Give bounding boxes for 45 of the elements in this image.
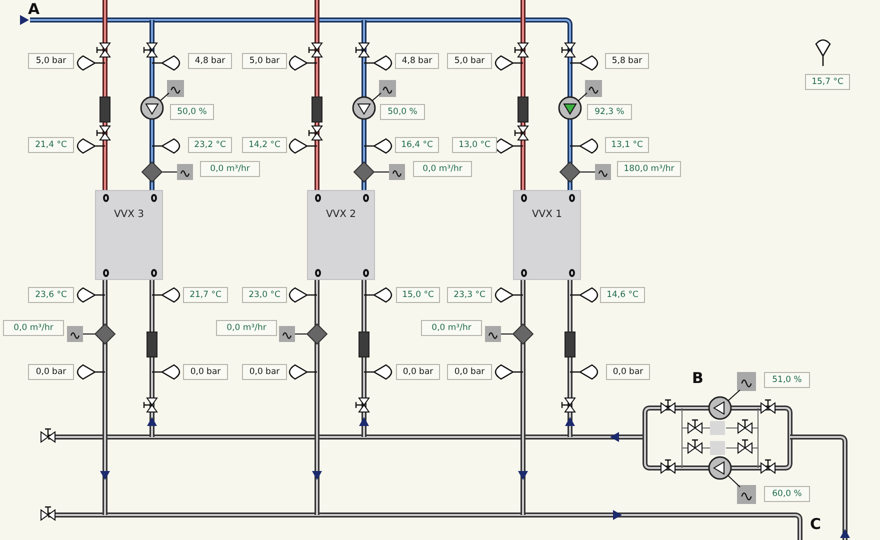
exchanger-label: VVX 3 [112,209,146,220]
value-readout: 180,0 m³/hr [617,161,681,177]
pressure-readout: 0,0 bar [183,364,228,380]
value-readout: 23,2 °C [188,137,232,153]
pressure-readout: 0,0 bar [447,364,492,380]
section-letter: C [810,516,822,532]
value-readout: 16,4 °C [395,137,439,153]
value-readout: 23,0 °C [242,287,287,303]
value-readout: 0,0 m³/hr [3,320,64,336]
value-readout: 0,0 m³/hr [200,161,260,177]
value-readout: 14,2 °C [242,137,287,153]
pressure-readout: 0,0 bar [28,364,74,380]
exchanger-label: VVX 1 [530,209,564,220]
value-readout: 21,4 °C [28,137,74,153]
value-readout: 13,0 °C [452,137,497,153]
pressure-readout: 4,8 bar [188,53,232,69]
value-readout: 0,0 m³/hr [421,320,482,336]
value-readout: 50,0 % [170,104,214,120]
pressure-readout: 5,0 bar [28,53,74,69]
value-readout: 15,0 °C [396,287,440,303]
pressure-readout: 5,0 bar [242,53,287,69]
heat-exchanger-box [307,190,375,280]
pressure-readout: 0,0 bar [242,364,287,380]
value-readout: 50,0 % [380,104,425,120]
pressure-readout: 4,8 bar [395,53,439,69]
value-readout: 51,0 % [764,372,810,388]
value-readout: 13,1 °C [605,137,649,153]
value-readout: 92,3 % [587,104,632,120]
value-readout: 23,3 °C [447,287,492,303]
value-readout: 23,6 °C [28,287,74,303]
pressure-readout: 5,8 bar [605,53,649,69]
heat-exchanger-box [513,190,581,280]
exchanger-label: VVX 2 [324,209,358,220]
value-readout: 15,7 °C [805,74,850,90]
pressure-readout: 0,0 bar [396,364,440,380]
pressure-readout: 0,0 bar [606,364,650,380]
section-letter: A [28,1,40,17]
value-readout: 60,0 % [764,486,810,502]
pressure-readout: 5,0 bar [447,53,492,69]
value-readout: 21,7 °C [183,287,228,303]
value-readout: 0,0 m³/hr [216,320,277,336]
section-letter: B [692,370,704,386]
value-readout: 0,0 m³/hr [413,161,472,177]
value-readout: 14,6 °C [600,287,645,303]
heat-exchanger-box [95,190,163,280]
